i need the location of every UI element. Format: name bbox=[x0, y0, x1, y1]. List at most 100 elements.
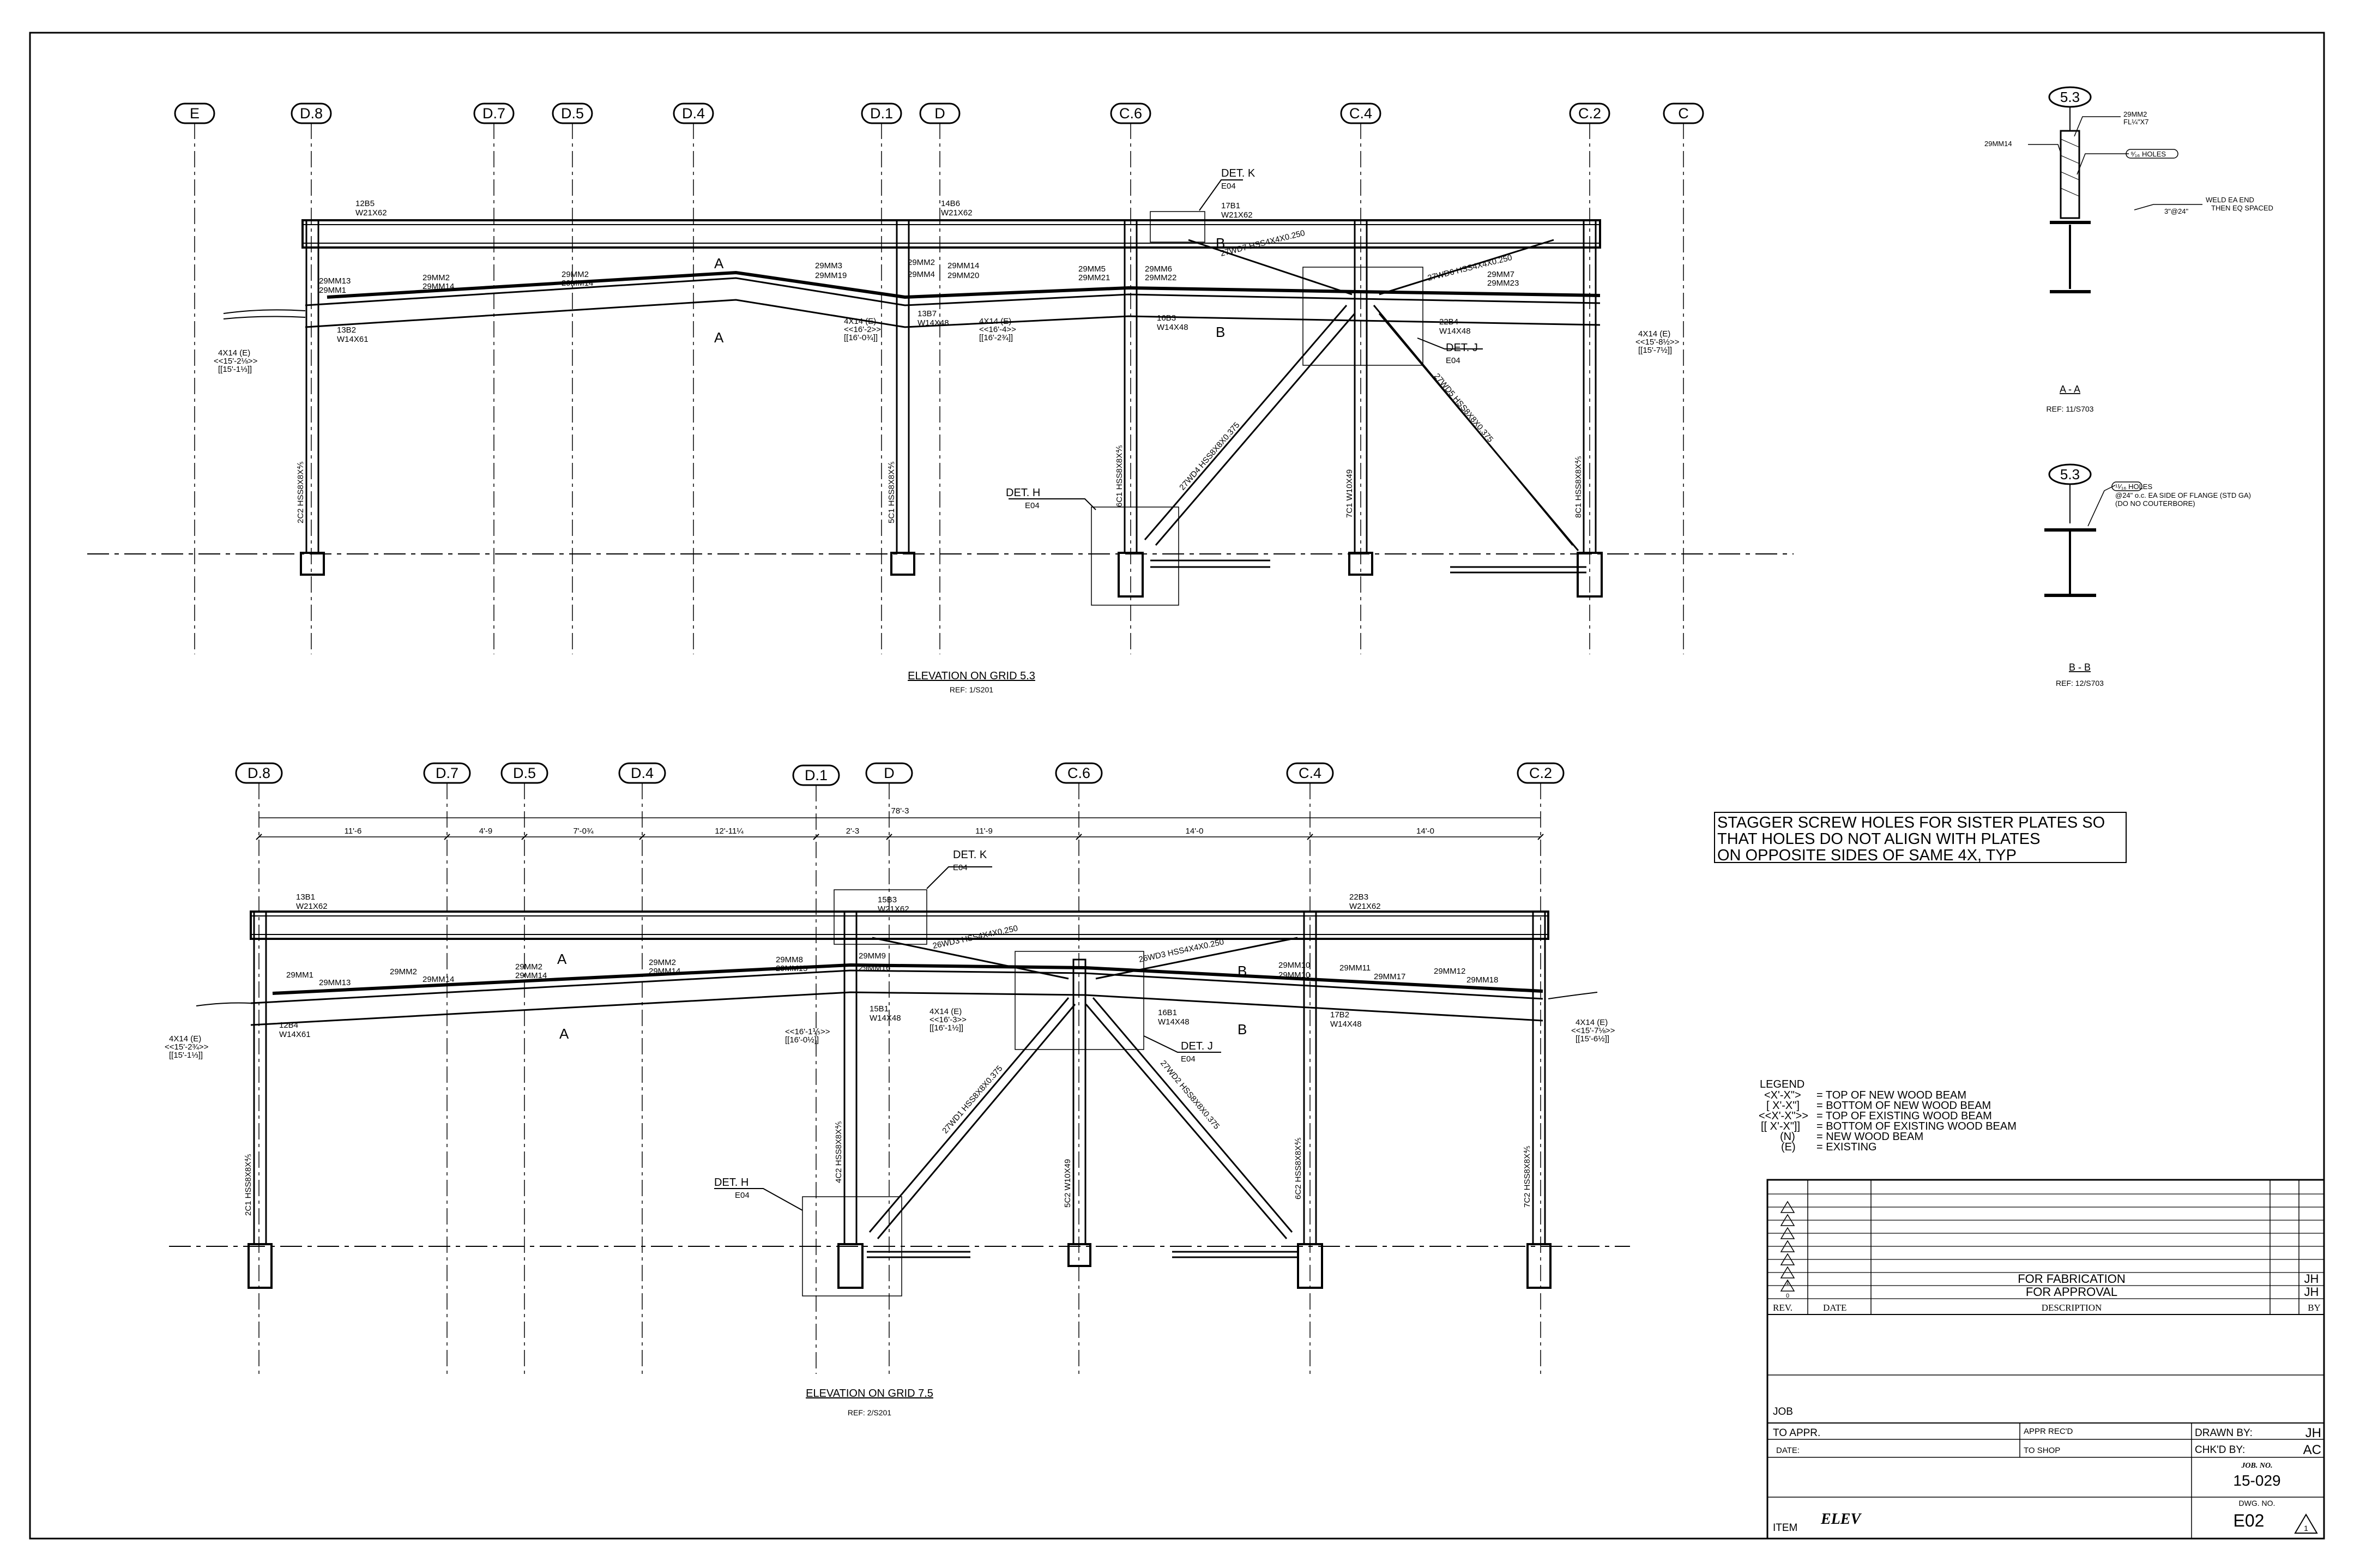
grid-bubble bbox=[174, 102, 215, 124]
member-label: 29MM9 bbox=[859, 951, 886, 961]
overall-dimension: 78'-3 bbox=[891, 806, 909, 816]
beam-label: W21X62 bbox=[941, 208, 973, 218]
column bbox=[1072, 958, 1087, 1245]
beam-label: 16B3 bbox=[1157, 313, 1176, 323]
wood-label: <<16'-2>> bbox=[844, 325, 881, 334]
grid-bubble-label: D.7 bbox=[436, 765, 458, 781]
revision-triangle-icon bbox=[1780, 1240, 1795, 1252]
member-label: 29MM10 bbox=[1278, 961, 1310, 970]
date-label: DATE: bbox=[1776, 1446, 1800, 1455]
column bbox=[1532, 910, 1546, 1245]
leader bbox=[1009, 498, 1096, 510]
section-b-b-labels: ¹¹⁄₁₆ HOLES @24" o.c. EA SIDE OF FLANGE … bbox=[2115, 483, 2251, 508]
wood-label: [[15'-1⅓]] bbox=[218, 365, 252, 374]
grid-bubble-label: D.1 bbox=[805, 767, 828, 783]
rev-header: REV. bbox=[1773, 1302, 1792, 1313]
grid-bubble bbox=[1569, 102, 1610, 124]
grid-bubble bbox=[500, 762, 548, 784]
member-label: 29MM22 bbox=[1145, 273, 1176, 282]
leader bbox=[1417, 337, 1483, 349]
grid-bubble bbox=[861, 102, 902, 124]
lower-beam bbox=[250, 991, 1543, 1026]
member-label: 29MM2 bbox=[422, 273, 450, 282]
wood-label: 4X14 (E) bbox=[1638, 329, 1670, 339]
detail-sheet: E04 bbox=[1446, 356, 1460, 365]
member-label: 29MM1 bbox=[319, 286, 346, 295]
legend-desc: = NEW WOOD BEAM bbox=[1816, 1131, 1923, 1143]
legend-symbol: <X'-X"> bbox=[1764, 1089, 1801, 1101]
detail-box-h bbox=[802, 1196, 902, 1296]
member-label: 29MM5 bbox=[1078, 264, 1106, 274]
section-cut-marker: B bbox=[1216, 324, 1225, 340]
member-label: 29MM10 bbox=[1278, 970, 1310, 980]
brace-label: 26WD3 HSS4X4X0.250 bbox=[1138, 937, 1224, 964]
beam-label: W14X61 bbox=[279, 1030, 311, 1039]
wood-label: 4X14 (E) bbox=[1576, 1018, 1608, 1027]
elevation-title: ELEVATION ON GRID 5.3 bbox=[908, 670, 1035, 682]
revision-description: FOR APPROVAL bbox=[2026, 1285, 2117, 1299]
member-label: 29MM19 bbox=[815, 271, 847, 280]
revision-by: JH bbox=[2304, 1272, 2319, 1286]
elevation-title: ELEVATION ON GRID 7.5 bbox=[806, 1388, 933, 1400]
section-ref: REF: 12/S703 bbox=[2056, 679, 2104, 687]
member-label: 29MM14 bbox=[515, 971, 547, 980]
column-label: 2C1 HSS8X8X⅘ bbox=[244, 1154, 253, 1216]
member-label: 29MM18 bbox=[1466, 975, 1498, 985]
detail-sheet: E04 bbox=[735, 1191, 750, 1200]
revision-triangle-icon bbox=[1780, 1279, 1795, 1292]
braces bbox=[868, 937, 1298, 1239]
member-label: 29MM17 bbox=[1374, 972, 1405, 981]
item-value: ELEV bbox=[1820, 1511, 1862, 1528]
dimension-tick bbox=[256, 834, 262, 840]
wood-label: 4X14 (E) bbox=[929, 1007, 962, 1016]
beam-label: 13B2 bbox=[337, 325, 356, 335]
grid-bubble bbox=[552, 102, 593, 124]
member-label: 29MM2 bbox=[908, 258, 935, 267]
member-label: 29MM4 bbox=[908, 270, 935, 279]
lower-beam bbox=[305, 299, 1601, 328]
grid-bubble-label: C.4 bbox=[1299, 765, 1321, 781]
column-label: 5C2 W10X49 bbox=[1063, 1159, 1072, 1208]
wood-members bbox=[327, 270, 1601, 299]
existing-joist bbox=[196, 992, 1598, 1006]
legend-symbol: (E) bbox=[1781, 1141, 1796, 1153]
beam-label: 22B4 bbox=[1439, 317, 1458, 327]
section-cut-marker: B bbox=[1238, 1021, 1247, 1038]
note-box bbox=[1714, 812, 2127, 863]
member-label: 29MM15 bbox=[776, 964, 807, 973]
detail-sheet: E04 bbox=[1221, 182, 1236, 191]
wood-label: <<16'-4>> bbox=[979, 325, 1016, 334]
roof-framing bbox=[169, 866, 1630, 1296]
grid-bubble bbox=[423, 762, 471, 784]
dimension-tick bbox=[886, 834, 892, 840]
detail-label: DET. K bbox=[953, 849, 987, 861]
note-label: THEN EQ SPACED bbox=[2211, 204, 2273, 212]
member-label: 29MM7 bbox=[1487, 270, 1514, 279]
leader bbox=[1199, 179, 1243, 211]
beam-label: 22B3 bbox=[1349, 892, 1368, 902]
wood-label: <<15'-2¾>> bbox=[165, 1042, 209, 1052]
grid-bubble-label: D.4 bbox=[682, 105, 705, 122]
wood-label: <<15'-2⅛>> bbox=[214, 357, 258, 366]
section-a-a-drawing bbox=[2028, 116, 2202, 293]
grid-bubble bbox=[291, 102, 332, 124]
lower-beam bbox=[250, 969, 1543, 1004]
dimension-tick bbox=[521, 834, 528, 840]
detail-box-h bbox=[1091, 506, 1179, 606]
member-label: 29MM14 bbox=[649, 967, 680, 976]
dimension-label: 14'-0 bbox=[1186, 827, 1204, 836]
job-no-label: JOB. NO. bbox=[2241, 1462, 2272, 1470]
section-b-b: 5.3 ¹¹⁄₁₆ HOLES @24" o.c. EA SIDE OF FLA… bbox=[2044, 463, 2251, 687]
title-block-text: REV. DATE DESCRIPTION BY JOB TO APPR. AP… bbox=[1773, 1302, 2321, 1534]
member-label: 29MM2 bbox=[390, 967, 417, 976]
wood-label: <<16'-3>> bbox=[929, 1015, 967, 1024]
dimension-tick bbox=[444, 834, 450, 840]
member-label: 29MM2 bbox=[515, 962, 542, 972]
beam-label: 13B1 bbox=[296, 892, 315, 902]
title-block bbox=[1766, 1179, 2325, 1540]
member-label: 29MM14 bbox=[422, 282, 454, 291]
note-label: FL¼"X7 bbox=[2123, 118, 2149, 126]
